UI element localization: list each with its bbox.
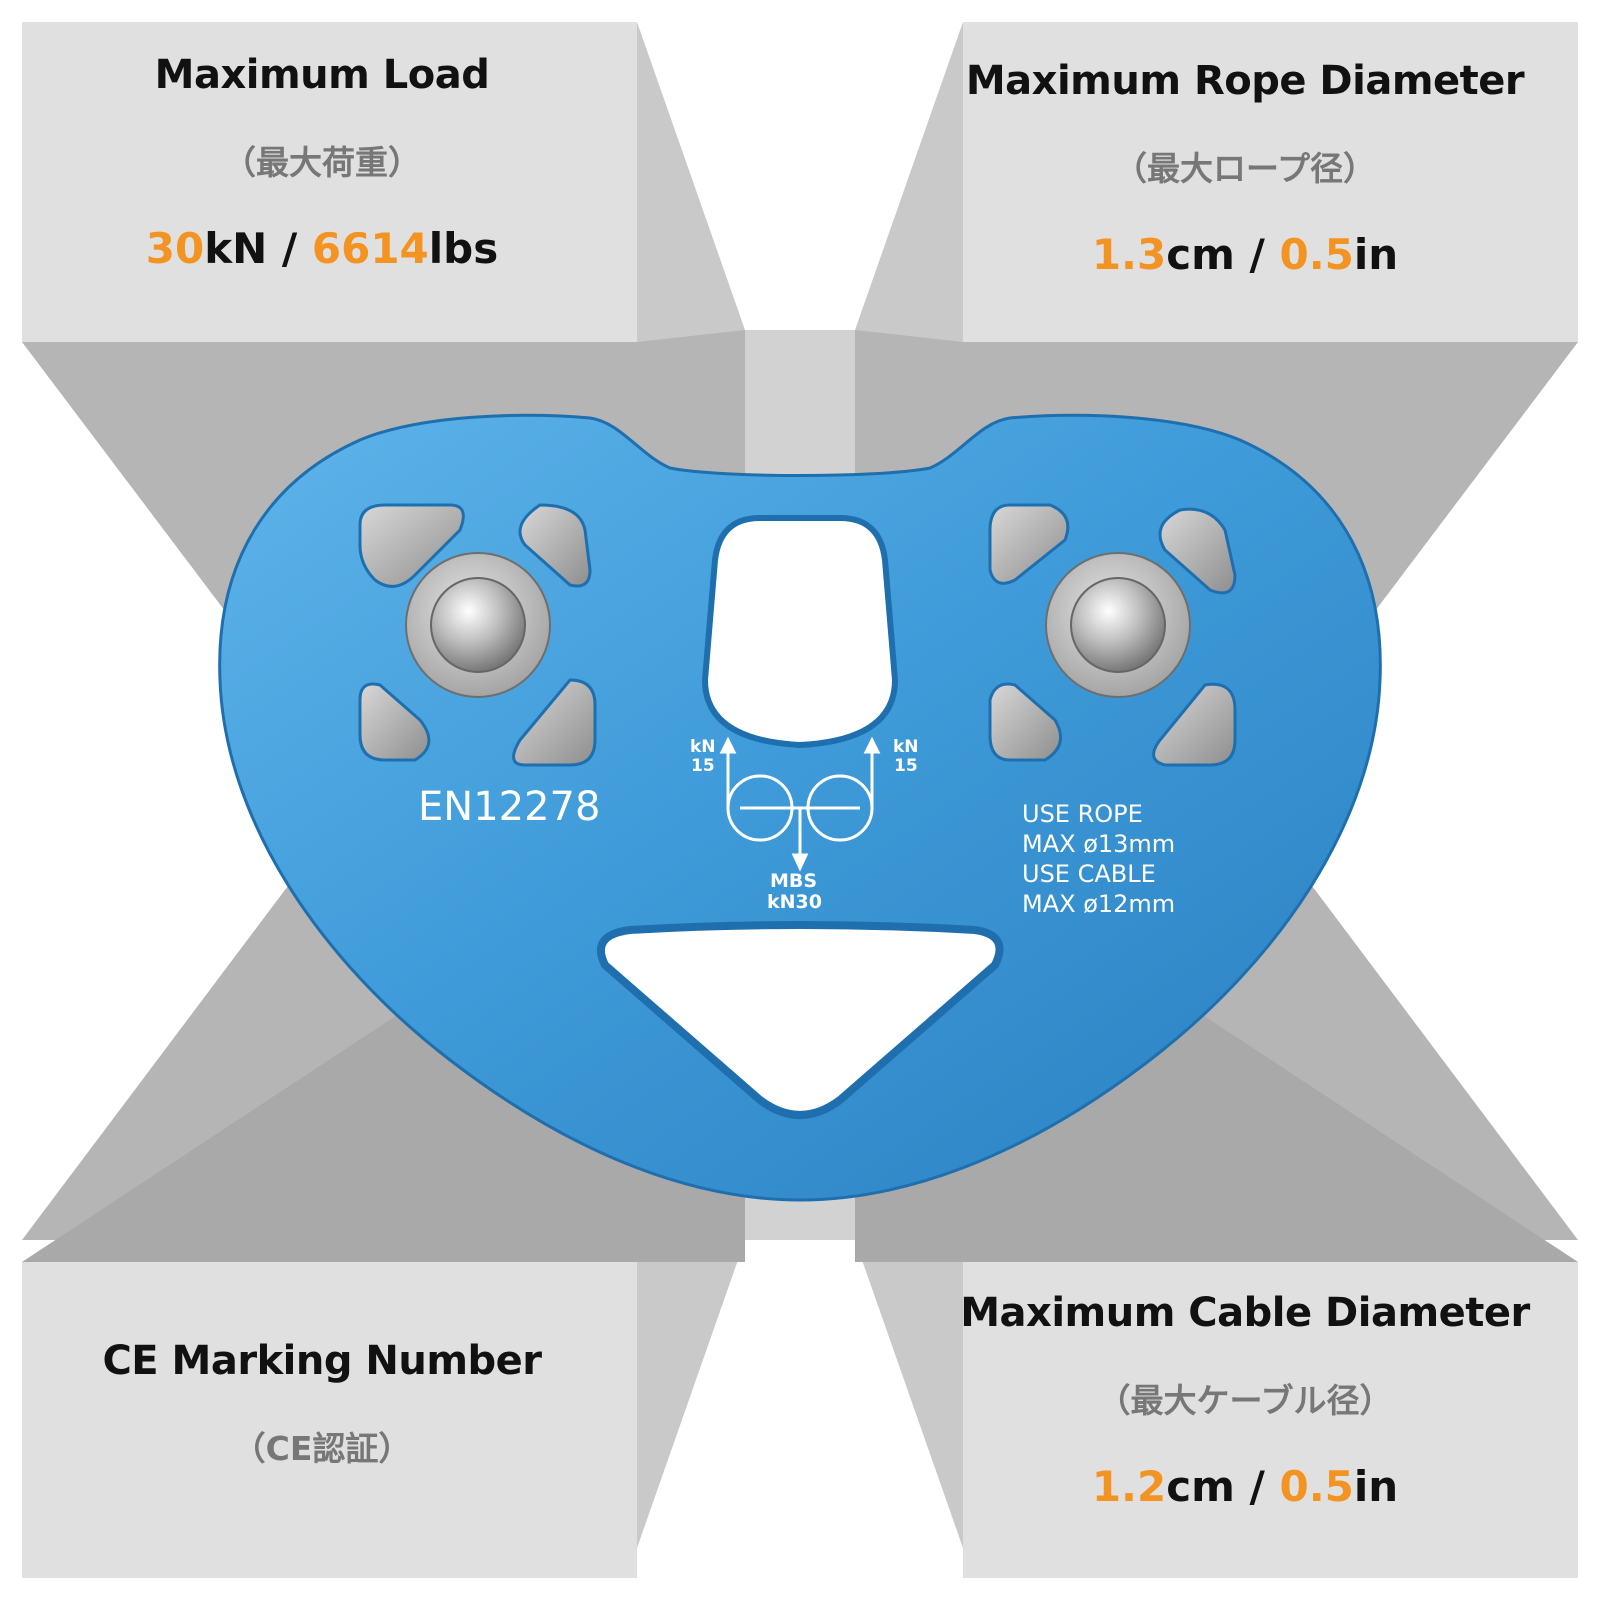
ce-marking-title: CE Marking Number	[102, 1338, 542, 1384]
cable-diameter-unit-2: in	[1353, 1462, 1399, 1511]
rope-line-2: MAX ø13mm	[1022, 830, 1175, 858]
rope-diameter-subtitle: （最大ロープ径）	[1113, 149, 1377, 188]
left-wheel-windows	[358, 503, 597, 767]
mbs-value: kN30	[767, 891, 822, 913]
max-load-title: Maximum Load	[154, 52, 490, 98]
panel-front-bl	[22, 1262, 637, 1578]
left-load-unit: kN	[690, 737, 716, 757]
cable-line-2: MAX ø12mm	[1022, 890, 1175, 918]
window	[358, 682, 431, 762]
max-load-unit-1: kN	[204, 224, 268, 273]
rope-line-1: USE ROPE	[1022, 800, 1143, 828]
window	[1158, 507, 1237, 595]
max-load-unit-2: lbs	[428, 224, 499, 273]
pulley: EN12278 kN 15 kN 15 MBS kN30 USE ROPE MA…	[218, 413, 1382, 1202]
panel-cable-diameter: Maximum Cable Diameter （最大ケーブル径） 1.2cm /…	[945, 1290, 1545, 1511]
cable-diameter-value-1: 1.2	[1091, 1462, 1167, 1511]
cable-line-1: USE CABLE	[1022, 860, 1156, 888]
max-load-value-1: 30	[145, 224, 205, 273]
standard-label: EN12278	[418, 784, 600, 830]
panel-ce-marking: CE Marking Number （CE認証）	[22, 1338, 622, 1470]
right-load-unit: kN	[893, 737, 919, 757]
right-load-value: 15	[894, 756, 918, 776]
left-load-value: 15	[691, 756, 715, 776]
cable-diameter-value-2: 0.5	[1279, 1462, 1354, 1511]
window	[988, 682, 1063, 762]
rope-diameter-title: Maximum Rope Diameter	[965, 58, 1525, 104]
center-hole	[701, 515, 899, 749]
max-load-value-2: 6614	[311, 224, 429, 273]
rope-diameter-unit-2: in	[1353, 230, 1399, 279]
max-load-subtitle: （最大荷重）	[223, 143, 421, 182]
panel-front-br	[963, 1262, 1578, 1578]
rope-diameter-separator: /	[1234, 230, 1280, 279]
cable-diameter-value: 1.2cm / 0.5in	[945, 1462, 1545, 1511]
cable-diameter-title: Maximum Cable Diameter	[960, 1290, 1530, 1336]
window	[988, 503, 1070, 585]
rope-diagram	[719, 736, 881, 872]
arrow-up-left	[719, 736, 737, 754]
cable-diameter-subtitle: （最大ケーブル径）	[1097, 1381, 1393, 1420]
window	[518, 503, 592, 588]
cable-diameter-separator: /	[1234, 1462, 1280, 1511]
panel-front-tr	[963, 22, 1578, 342]
rope-diameter-value-2: 0.5	[1279, 230, 1354, 279]
mbs-label: MBS	[770, 870, 817, 892]
rope-diameter-value: 1.3cm / 0.5in	[945, 230, 1545, 279]
max-load-value: 30kN / 6614lbs	[22, 224, 622, 273]
bottom-hole	[596, 921, 1004, 1119]
max-load-separator: /	[267, 224, 312, 273]
bolt-head	[430, 577, 526, 673]
arrow-up-right	[863, 736, 881, 754]
arrow-down	[791, 853, 809, 872]
rope-diameter-value-1: 1.3	[1091, 230, 1167, 279]
engravings: EN12278 kN 15 kN 15 MBS kN30 USE ROPE MA…	[418, 737, 1175, 918]
bolt-head	[1070, 577, 1166, 673]
panel-rope-diameter: Maximum Rope Diameter （最大ロープ径） 1.3cm / 0…	[945, 58, 1545, 279]
window	[512, 678, 597, 767]
cable-diameter-unit-1: cm	[1166, 1462, 1235, 1511]
right-wheel-windows	[988, 503, 1237, 767]
rope-diameter-unit-1: cm	[1166, 230, 1235, 279]
panel-fronts	[22, 22, 1578, 1578]
ce-marking-subtitle: （CE認証）	[232, 1429, 412, 1468]
panel-max-load: Maximum Load （最大荷重） 30kN / 6614lbs	[22, 52, 622, 273]
left-bolt	[405, 552, 551, 698]
panel-front-tl	[22, 22, 637, 342]
window	[358, 503, 465, 588]
right-bolt	[1045, 552, 1191, 698]
window	[1152, 682, 1237, 767]
